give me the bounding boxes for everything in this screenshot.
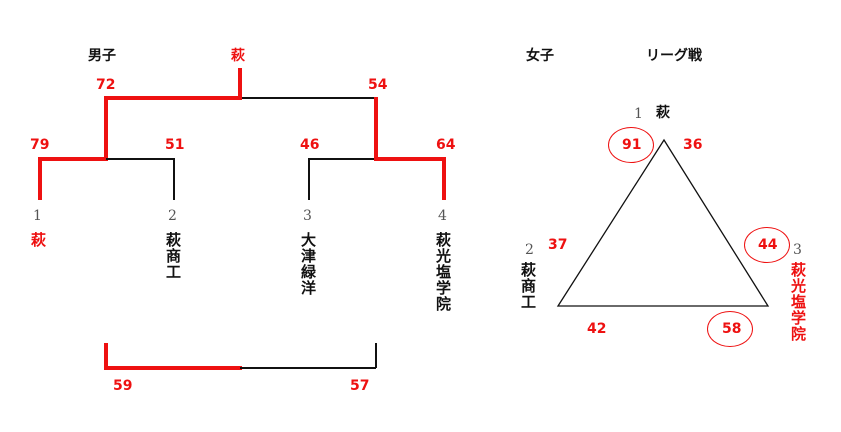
semi2-score-left: 46 (300, 137, 320, 153)
team1-seed: 1 (33, 208, 42, 224)
team3-seed: 3 (303, 208, 312, 224)
girls-team3-name: 萩光塩学院 (789, 262, 807, 342)
third-score-right: 57 (350, 378, 370, 394)
team4-seed: 4 (438, 208, 447, 224)
semi2-drop-right (442, 157, 446, 200)
girls-team2-seed: 2 (525, 242, 534, 258)
semi1-drop-right (173, 158, 175, 200)
semi2-score-right: 64 (436, 137, 456, 153)
final-score-left: 72 (96, 77, 116, 93)
semi1-line-winner (38, 157, 108, 161)
third-line-winner (104, 366, 242, 370)
final-line-winner (104, 96, 242, 100)
score-t3-vs-t2: 58 (722, 321, 742, 337)
semi1-score-right: 51 (165, 137, 185, 153)
team2-name: 萩商工 (164, 232, 182, 280)
score-t2-vs-t3: 42 (587, 321, 607, 337)
score-t1-vs-t3: 36 (683, 137, 703, 153)
semi2-drop-left (308, 158, 310, 200)
score-circle (707, 311, 753, 347)
girls-team2-name: 萩商工 (519, 262, 537, 310)
team3-name: 大津緑洋 (299, 232, 317, 296)
team4-name: 萩光塩学院 (434, 232, 452, 312)
score-t2-vs-t1: 37 (548, 237, 568, 253)
third-score-left: 59 (113, 378, 133, 394)
final-drop-left (104, 96, 108, 160)
team1-name: 萩 (29, 232, 47, 248)
score-circle (608, 127, 654, 163)
semi2-line-winner (374, 157, 446, 161)
champion-stem-line (238, 68, 242, 100)
team2-seed: 2 (168, 208, 177, 224)
girls-team1-seed: 1 (634, 106, 643, 122)
girls-team1-name: 萩 (656, 105, 670, 121)
score-t3-vs-t1: 44 (758, 237, 778, 253)
semi1-line-loser (106, 158, 175, 160)
girls-title: 女子 (526, 48, 554, 64)
semi1-drop-left (38, 157, 42, 200)
girls-team3-seed: 3 (793, 242, 802, 258)
semi1-score-left: 79 (30, 137, 50, 153)
final-drop-right (374, 97, 378, 160)
boys-title: 男子 (88, 48, 116, 64)
third-drop-right (375, 343, 377, 368)
third-drop-left (104, 343, 108, 370)
third-line-loser (240, 367, 376, 369)
final-score-right: 54 (368, 77, 388, 93)
score-t1-vs-t2: 91 (622, 137, 642, 153)
semi2-line-loser (308, 158, 376, 160)
girls-format: リーグ戦 (646, 48, 702, 64)
boys-champion: 萩 (231, 48, 245, 64)
score-circle (744, 227, 790, 263)
final-line-loser (242, 97, 376, 99)
